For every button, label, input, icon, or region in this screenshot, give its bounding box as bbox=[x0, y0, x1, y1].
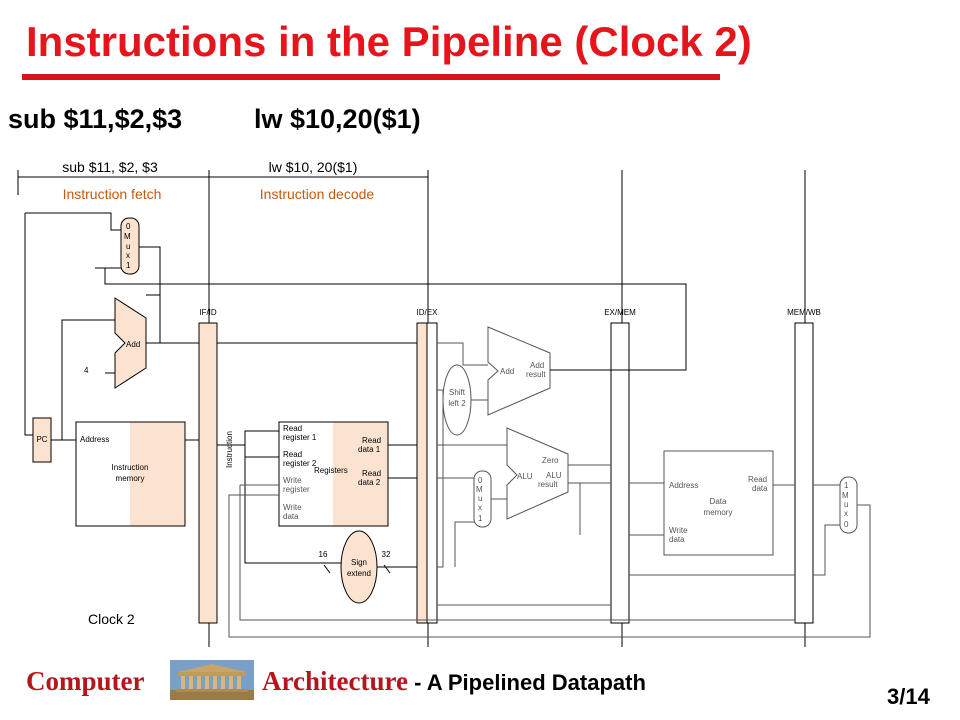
svg-text:Read: Read bbox=[283, 424, 302, 433]
svg-text:Instruction: Instruction bbox=[112, 463, 149, 472]
svg-text:x: x bbox=[844, 509, 848, 518]
instruction-bus-label: Instruction bbox=[225, 431, 234, 468]
svg-text:16: 16 bbox=[319, 550, 328, 559]
svg-text:memory: memory bbox=[704, 508, 733, 517]
instruction-2: lw $10,20($1) bbox=[254, 104, 421, 134]
page-number: 3/14 bbox=[887, 684, 930, 709]
pipe-reg-label: EX/MEM bbox=[604, 308, 636, 317]
ex-mem-register bbox=[610, 322, 630, 624]
branch-adder bbox=[487, 326, 551, 416]
constant-four: 4 bbox=[84, 366, 89, 375]
parthenon-image bbox=[170, 660, 254, 700]
svg-text:data 1: data 1 bbox=[358, 445, 381, 454]
svg-text:register 2: register 2 bbox=[283, 459, 317, 468]
svg-text:extend: extend bbox=[347, 569, 371, 578]
stage-name-fetch: Instruction fetch bbox=[63, 186, 162, 202]
svg-text:Read: Read bbox=[362, 469, 381, 478]
pipe-reg-label: ID/EX bbox=[417, 308, 439, 317]
svg-text:x: x bbox=[478, 503, 482, 512]
stage-instruction-2: lw $10, 20($1) bbox=[269, 159, 358, 175]
pc-source-mux bbox=[120, 217, 140, 275]
instruction-1: sub $11,$2,$3 bbox=[8, 104, 183, 134]
svg-text:register: register bbox=[283, 485, 310, 494]
pc-adder bbox=[114, 297, 147, 389]
svg-text:Data: Data bbox=[710, 497, 727, 506]
pipe-reg-label: MEM/WB bbox=[787, 308, 821, 317]
svg-text:Zero: Zero bbox=[542, 456, 559, 465]
svg-text:u: u bbox=[478, 494, 482, 503]
svg-text:ALU: ALU bbox=[517, 472, 533, 481]
page-title: Instructions in the Pipeline (Clock 2) bbox=[26, 18, 752, 65]
svg-text:M: M bbox=[476, 485, 483, 494]
pipeline-diagram: sub $11, $2, $3 lw $10, 20($1) Instructi… bbox=[17, 159, 871, 647]
clock-label: Clock 2 bbox=[88, 611, 135, 627]
svg-text:0: 0 bbox=[478, 476, 483, 485]
svg-text:Read: Read bbox=[748, 475, 767, 484]
svg-text:M: M bbox=[124, 232, 131, 241]
pipe-reg-label: IF/ID bbox=[199, 308, 217, 317]
svg-text:Address: Address bbox=[80, 435, 109, 444]
svg-text:data: data bbox=[283, 512, 299, 521]
svg-text:data 2: data 2 bbox=[358, 478, 381, 487]
if-id-register bbox=[198, 322, 218, 624]
svg-text:1: 1 bbox=[478, 514, 483, 523]
svg-text:Write: Write bbox=[283, 476, 302, 485]
svg-text:1: 1 bbox=[126, 261, 131, 270]
footer-computer: Computer bbox=[26, 666, 145, 696]
svg-text:Address: Address bbox=[669, 481, 698, 490]
mem-wb-register bbox=[794, 322, 814, 624]
svg-text:0: 0 bbox=[126, 222, 131, 231]
svg-text:Read: Read bbox=[362, 436, 381, 445]
footer-architecture: Architecture - A Pipelined Datapath bbox=[262, 666, 646, 696]
svg-text:ALU: ALU bbox=[546, 471, 562, 480]
svg-text:Read: Read bbox=[283, 450, 302, 459]
pc-label: PC bbox=[36, 435, 47, 444]
alu bbox=[506, 427, 569, 520]
svg-text:x: x bbox=[126, 251, 130, 260]
svg-text:data: data bbox=[752, 484, 768, 493]
stage-instruction-1: sub $11, $2, $3 bbox=[62, 159, 158, 175]
svg-text:Shift: Shift bbox=[449, 388, 466, 397]
svg-text:result: result bbox=[538, 480, 558, 489]
svg-text:Add: Add bbox=[500, 367, 514, 376]
sign-extend-unit bbox=[340, 530, 378, 604]
svg-text:left 2: left 2 bbox=[448, 399, 466, 408]
stage-name-decode: Instruction decode bbox=[260, 186, 375, 202]
write-back-mux bbox=[839, 476, 858, 534]
svg-text:Add: Add bbox=[530, 361, 544, 370]
svg-text:result: result bbox=[526, 370, 546, 379]
svg-text:memory: memory bbox=[116, 474, 145, 483]
svg-text:Sign: Sign bbox=[351, 558, 367, 567]
svg-text:register 1: register 1 bbox=[283, 433, 317, 442]
alu-source-mux bbox=[473, 470, 492, 528]
svg-text:u: u bbox=[844, 500, 848, 509]
svg-text:Write: Write bbox=[283, 503, 302, 512]
data-memory bbox=[663, 450, 774, 556]
svg-text:1: 1 bbox=[844, 481, 849, 490]
svg-text:u: u bbox=[126, 242, 130, 251]
svg-text:data: data bbox=[669, 535, 685, 544]
svg-text:Write: Write bbox=[669, 526, 688, 535]
svg-text:32: 32 bbox=[382, 550, 391, 559]
title-underline bbox=[22, 74, 720, 80]
svg-text:0: 0 bbox=[844, 520, 849, 529]
svg-text:Registers: Registers bbox=[314, 466, 348, 475]
svg-text:M: M bbox=[842, 491, 849, 500]
svg-text:Add: Add bbox=[126, 340, 140, 349]
